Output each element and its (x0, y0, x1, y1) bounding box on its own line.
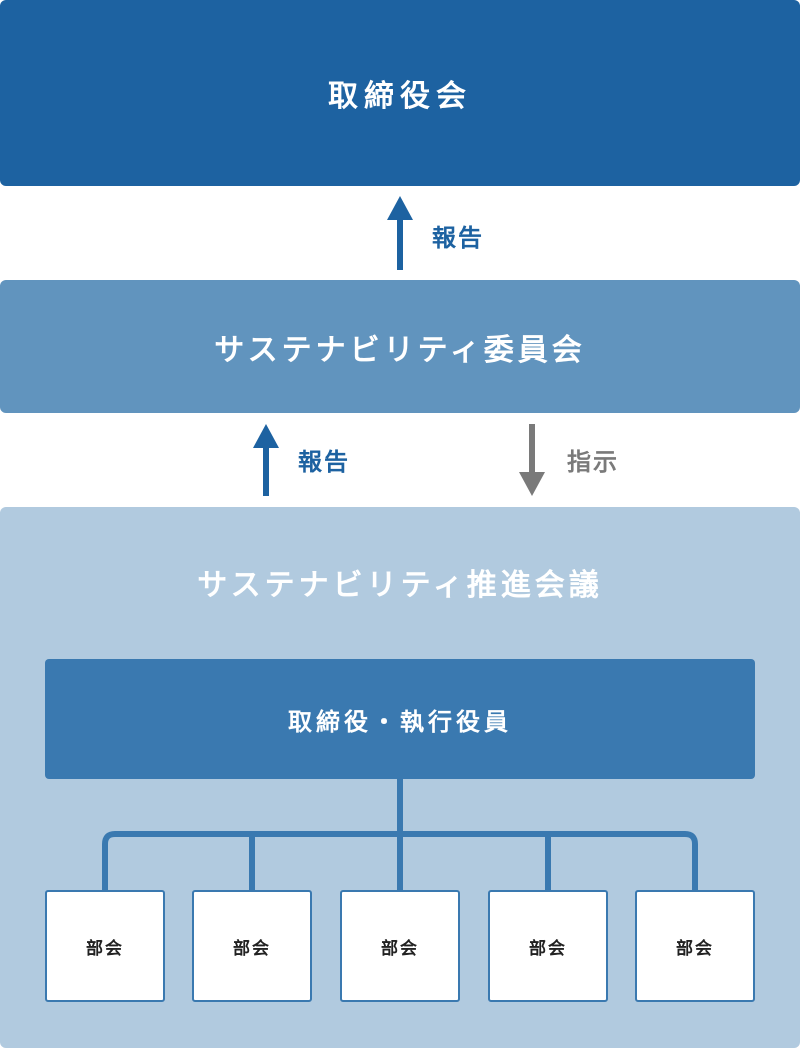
department-box: 部会 (340, 890, 460, 1002)
committee-box: サステナビリティ委員会 (0, 280, 800, 413)
department-box: 部会 (192, 890, 312, 1002)
department-box: 部会 (635, 890, 755, 1002)
committee-label: サステナビリティ委員会 (214, 332, 586, 368)
report-label-lower: 報告 (298, 448, 350, 476)
instruction-label: 指示 (567, 448, 619, 476)
department-label: 部会 (676, 938, 714, 959)
council-title: サステナビリティ推進会議 (197, 568, 603, 603)
department-label: 部会 (86, 938, 124, 959)
arrow-up-icon (253, 424, 279, 496)
executives-box: 取締役・執行役員 (45, 659, 755, 779)
board-box: 取締役会 (0, 0, 800, 186)
board-label: 取締役会 (328, 79, 472, 114)
department-box: 部会 (45, 890, 165, 1002)
department-box: 部会 (488, 890, 608, 1002)
department-label: 部会 (381, 938, 419, 959)
department-label: 部会 (529, 938, 567, 959)
executives-label: 取締役・執行役員 (288, 707, 512, 736)
arrow-up-icon (387, 196, 413, 270)
department-label: 部会 (233, 938, 271, 959)
arrow-down-icon (519, 424, 545, 496)
report-label-upper: 報告 (432, 224, 484, 252)
